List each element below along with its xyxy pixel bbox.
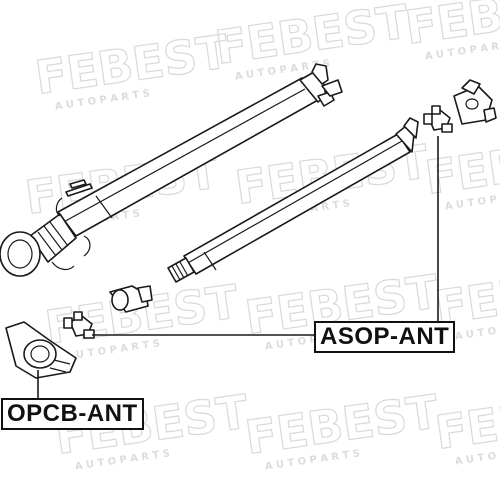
leader-lines [37,136,439,400]
part-label-opcb: OPCB-ANT [1,398,144,430]
watermark-tile: FEBEST A U T O P A R T S [401,0,500,63]
flange-yoke [109,285,153,313]
center-bearing-support [5,321,77,379]
watermark-brand: FEBEST [432,379,500,460]
universal-joint-right [423,105,453,133]
cv-joint-boot [0,179,93,277]
watermark-tile: FEBEST A U T O P A R T S [241,384,442,473]
watermark-brand: FEBEST [422,124,500,205]
upper-propeller-shaft [57,63,343,237]
companion-flange [453,79,497,125]
watermark-tile: FEBEST A U T O P A R T S [31,24,232,113]
watermark-tile: FEBEST A U T O P A R T S [431,379,500,468]
universal-joint-left [63,311,95,339]
part-label-asop: ASOP-ANT [314,321,456,353]
lower-propeller-shaft [167,117,419,283]
watermark-tile: FEBEST A U T O P A R T S [421,124,500,213]
